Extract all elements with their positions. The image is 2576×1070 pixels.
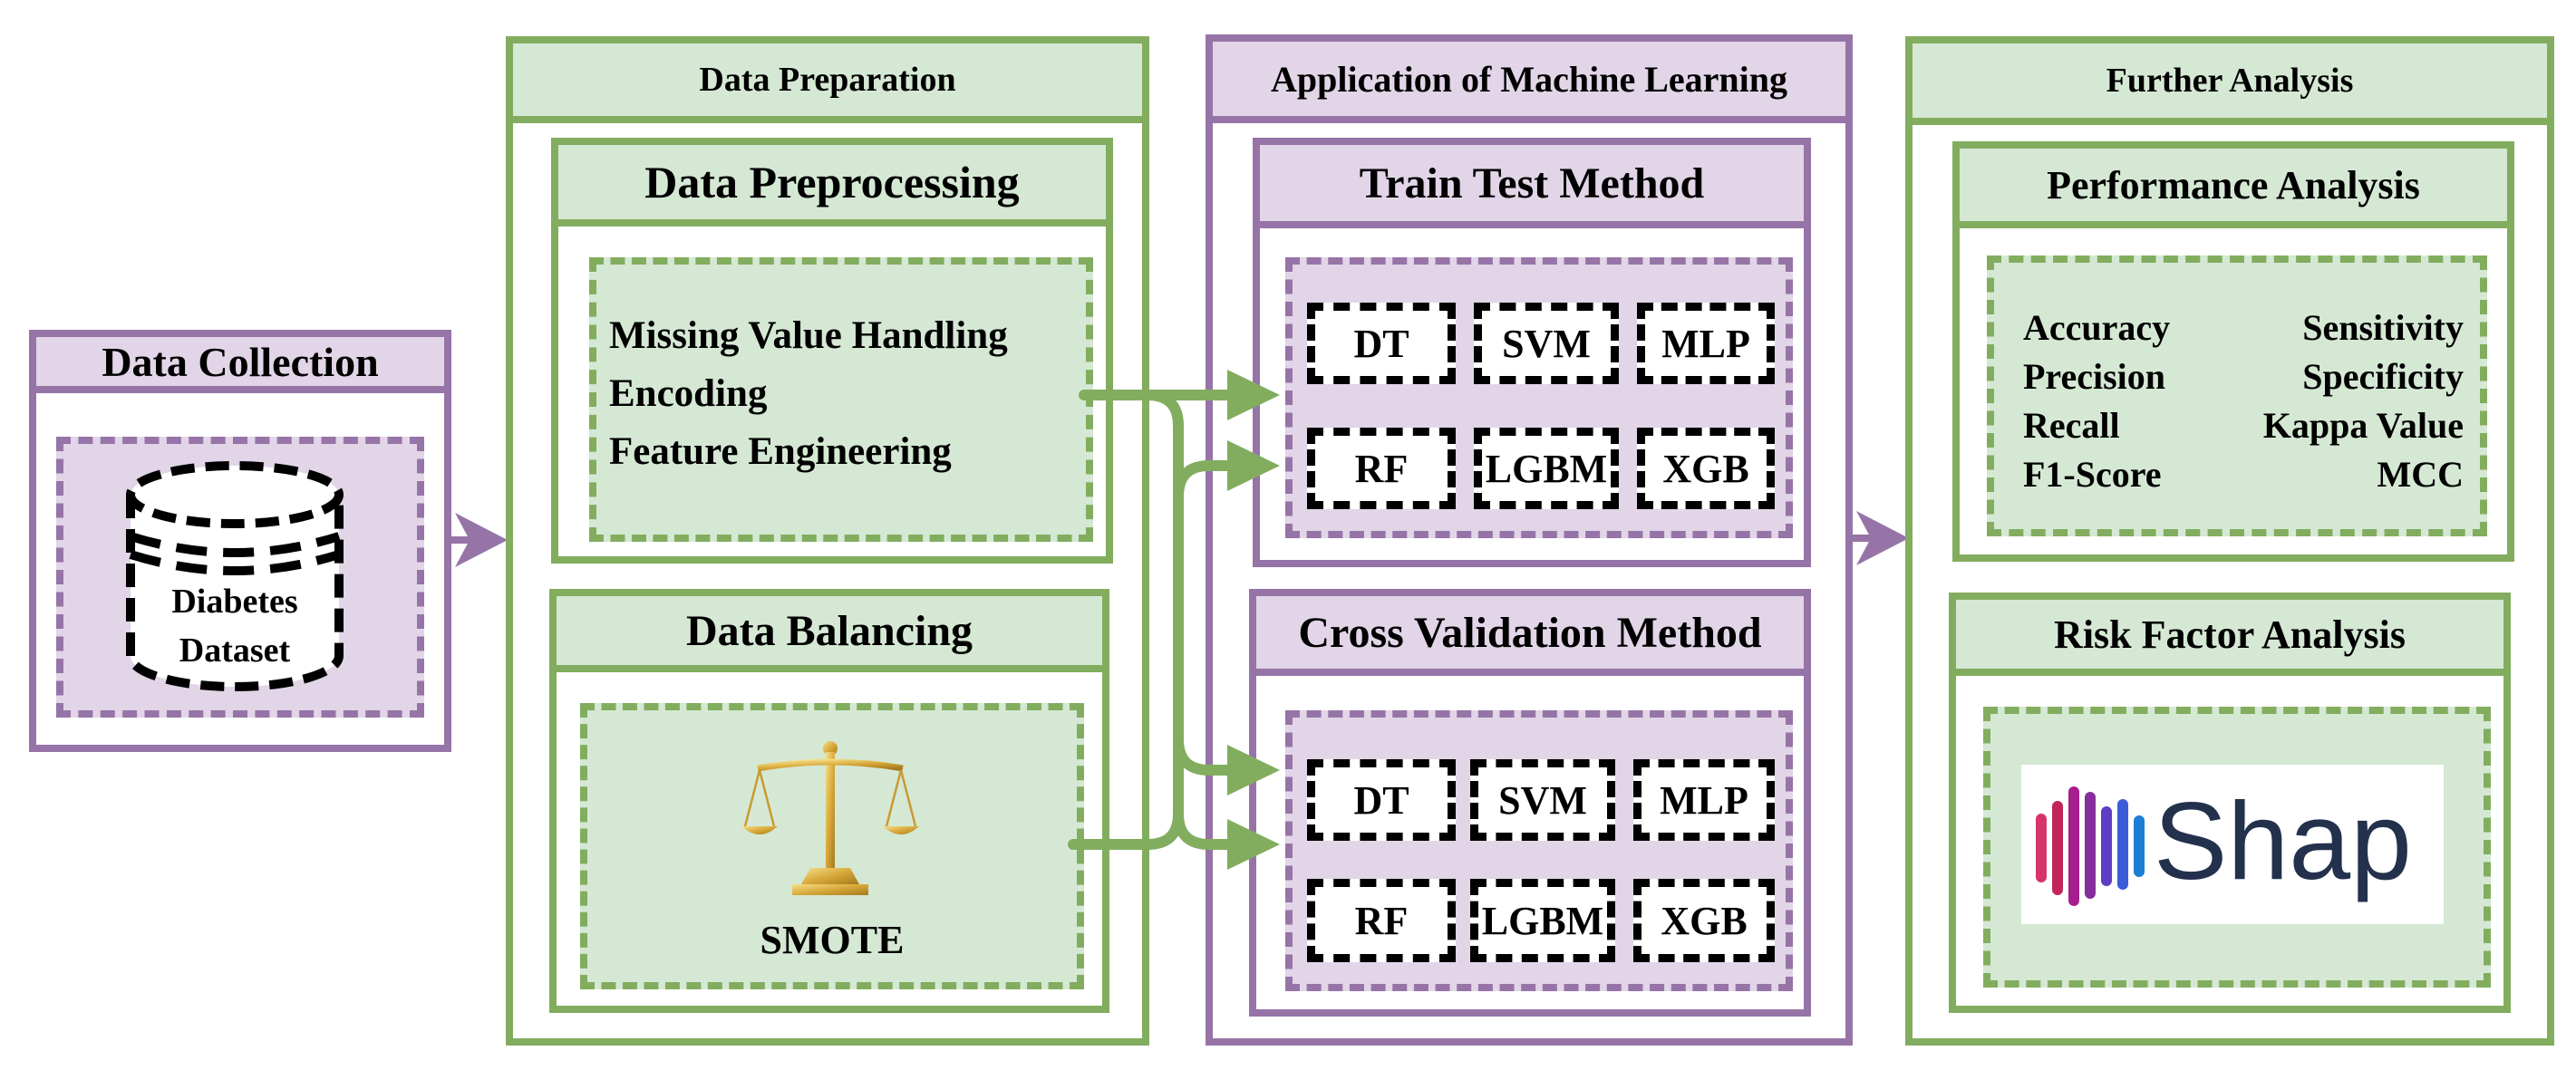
cross-validation-model-xgb: XGB <box>1633 879 1775 962</box>
cross-validation-title: Cross Validation Method <box>1256 596 1804 676</box>
machine-learning-title: Application of Machine Learning <box>1213 42 1845 123</box>
metric-kappa-value: Kappa Value <box>2262 405 2464 446</box>
data-collection-title: Data Collection <box>36 337 444 393</box>
train-test-model-svm: SVM <box>1474 303 1619 384</box>
preprocessing-item-encoding: Encoding <box>609 372 768 415</box>
train-test-model-xgb: XGB <box>1637 428 1775 509</box>
metric-precision: Precision <box>2023 356 2166 397</box>
data-collection-panel: Data Collection Diabetes Dataset <box>29 330 451 752</box>
cross-validation-model-dt: DT <box>1307 759 1456 841</box>
machine-learning-panel: Application of Machine Learning <box>1206 34 1853 1046</box>
risk-factor-inner: Shap <box>1983 707 2491 988</box>
train-test-model-mlp: MLP <box>1637 303 1775 384</box>
data-balancing-inner: SMOTE <box>580 703 1084 989</box>
metric-accuracy: Accuracy <box>2023 307 2171 348</box>
metric-mcc: MCC <box>2377 454 2464 495</box>
train-test-model-rf: RF <box>1307 428 1456 509</box>
data-preprocessing-title: Data Preprocessing <box>558 145 1106 227</box>
train-test-model-lgbm: LGBM <box>1474 428 1619 509</box>
balance-scale-icon <box>740 736 921 899</box>
cross-validation-model-mlp: MLP <box>1633 759 1775 841</box>
performance-analysis-title: Performance Analysis <box>1960 149 2507 228</box>
train-test-title: Train Test Method <box>1260 145 1804 228</box>
performance-metrics: Accuracy Precision Recall F1-Score Sensi… <box>1987 255 2487 536</box>
metric-sensitivity: Sensitivity <box>2302 307 2464 348</box>
train-test-models: DT SVM MLP RF LGBM XGB <box>1285 257 1793 538</box>
preprocessing-item-missing-value: Missing Value Handling <box>609 314 1008 357</box>
metric-specificity: Specificity <box>2302 356 2464 397</box>
metric-f1-score: F1-Score <box>2023 454 2162 495</box>
database-icon: Diabetes Dataset <box>121 458 348 692</box>
performance-analysis-box: Performance Analysis Accuracy Precision … <box>1952 141 2514 562</box>
train-test-box: Train Test Method DT SVM MLP RF LGBM XGB <box>1253 138 1811 567</box>
further-analysis-panel: Further Analysis <box>1905 36 2554 1046</box>
data-balancing-box: Data Balancing <box>549 589 1109 1013</box>
preprocessing-item-feature-engineering: Feature Engineering <box>609 430 952 473</box>
dataset-label-line2: Dataset <box>179 631 291 670</box>
cross-validation-box: Cross Validation Method DT SVM MLP RF LG… <box>1249 589 1811 1017</box>
cross-validation-model-lgbm: LGBM <box>1470 879 1615 962</box>
shap-logo: Shap <box>2021 765 2444 924</box>
data-preparation-title: Data Preparation <box>513 43 1142 123</box>
metric-recall: Recall <box>2023 405 2120 446</box>
train-test-model-dt: DT <box>1307 303 1456 384</box>
cross-validation-model-rf: RF <box>1307 879 1456 962</box>
risk-factor-analysis-title: Risk Factor Analysis <box>1956 600 2503 676</box>
smote-label: SMOTE <box>760 918 905 962</box>
data-balancing-title: Data Balancing <box>557 596 1102 672</box>
data-collection-inner: Diabetes Dataset <box>56 437 424 718</box>
cross-validation-model-svm: SVM <box>1470 759 1615 841</box>
risk-factor-analysis-box: Risk Factor Analysis Shap <box>1949 593 2511 1013</box>
data-preparation-panel: Data Preparation <box>506 36 1149 1046</box>
dataset-label-line1: Diabetes <box>171 583 298 621</box>
shap-logo-text: Shap <box>2154 779 2412 902</box>
further-analysis-title: Further Analysis <box>1913 43 2547 125</box>
cross-validation-models: DT SVM MLP RF LGBM XGB <box>1285 710 1793 991</box>
